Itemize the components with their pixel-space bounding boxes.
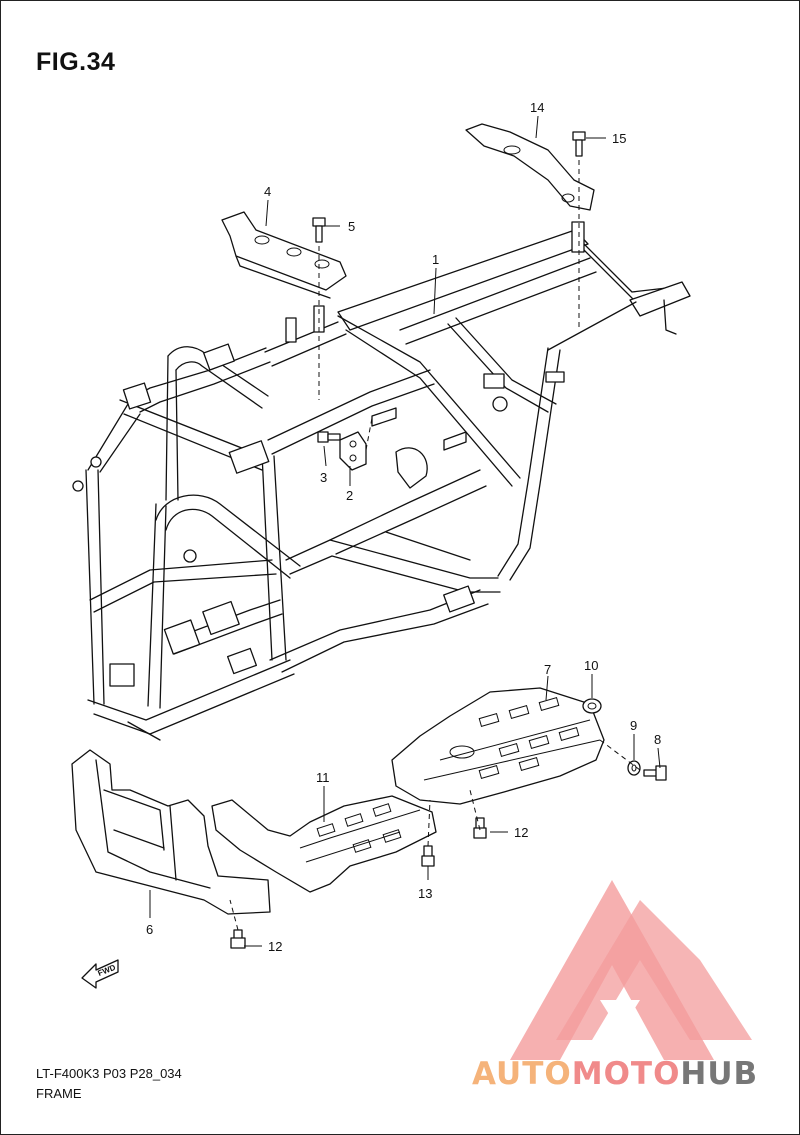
washer-part-9: [627, 760, 641, 776]
bolt-part-12-lower: [230, 929, 246, 949]
part-label-8: 8: [654, 732, 661, 747]
rear-bracket-part-14: [465, 123, 595, 211]
bracket-part-4: [221, 211, 347, 299]
part-label-2: 2: [346, 488, 353, 503]
nut-part-10: [582, 698, 602, 714]
part-label-3: 3: [320, 470, 327, 485]
part-label-1: 1: [432, 252, 439, 267]
part-label-12-lower: 12: [268, 939, 282, 954]
part-label-9: 9: [630, 718, 637, 733]
bolt-part-5: [312, 217, 326, 243]
bolt-part-3: [317, 431, 341, 443]
leader-lines: [149, 115, 661, 947]
bolt-part-15: [572, 131, 586, 157]
drawing-caption: FRAME: [36, 1086, 82, 1101]
part-label-13: 13: [418, 886, 432, 901]
part-label-6: 6: [146, 922, 153, 937]
plate-part-2: [339, 431, 367, 471]
watermark-text-moto: MOTO: [571, 1056, 681, 1092]
rear-skid-plate-part-7: [391, 687, 605, 805]
watermark-text-auto: AUTO: [472, 1056, 572, 1092]
part-label-11: 11: [316, 770, 330, 785]
part-label-14: 14: [530, 100, 544, 115]
part-label-15: 15: [612, 131, 626, 146]
part-label-5: 5: [348, 219, 355, 234]
watermark-text: AUTOMOTOHUB: [472, 1056, 758, 1092]
frame-assembly: [72, 221, 691, 741]
bolt-part-13: [421, 845, 435, 867]
front-guard-part-6: [71, 749, 271, 915]
figure-title: FIG.34: [36, 48, 116, 76]
bolt-part-8: [643, 765, 667, 781]
drawing-code: LT-F400K3 P03 P28_034: [36, 1066, 182, 1081]
part-label-12-upper: 12: [514, 825, 528, 840]
fwd-arrow-icon: FWD: [81, 959, 119, 989]
watermark-text-hub: HUB: [680, 1056, 759, 1092]
part-number-labels: 1 2 3 4 5 6 7 8 9 10 11 12 13 12 14 15: [146, 100, 661, 954]
watermark-logo-icon: [510, 880, 752, 1060]
part-label-7: 7: [544, 662, 551, 677]
part-label-10: 10: [584, 658, 598, 673]
front-skid-plate-part-11: [211, 795, 437, 893]
part-label-4: 4: [264, 184, 271, 199]
